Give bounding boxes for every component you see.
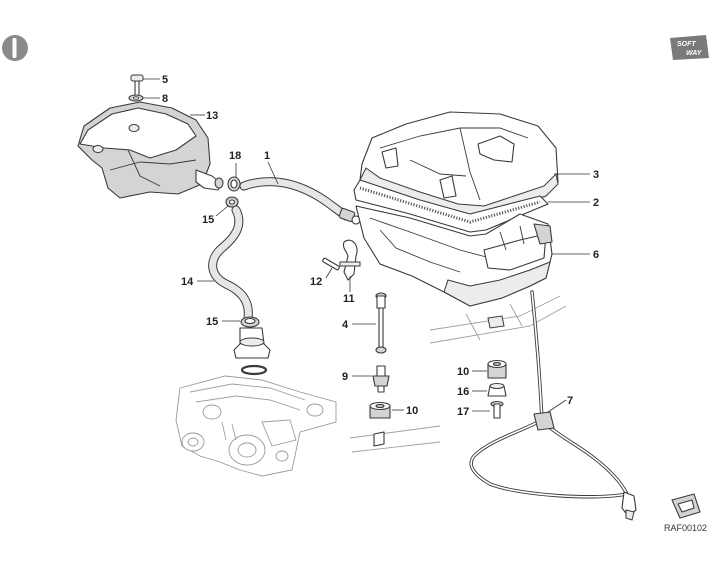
softway-logo: SOFT WAY [670, 35, 709, 60]
callout-11: 11 [343, 293, 355, 305]
part-12-pin [322, 257, 340, 271]
part-8-washer [128, 94, 144, 102]
page-marker-icon [2, 35, 28, 61]
callout-9: 9 [342, 371, 348, 383]
callout-10-left: 10 [406, 405, 418, 417]
callout-15-lower: 15 [206, 316, 218, 328]
callout-3: 3 [593, 169, 599, 181]
callout-5: 5 [162, 74, 168, 86]
callout-16: 16 [457, 386, 469, 398]
callout-8: 8 [162, 93, 168, 105]
callout-15-upper: 15 [202, 214, 214, 226]
part-13-breather-reservoir [77, 101, 223, 199]
mounting-surface-lines [349, 295, 567, 453]
callout-6: 6 [593, 249, 599, 261]
callout-13: 13 [206, 110, 218, 122]
part-10-grommet-left [369, 401, 391, 447]
part-5-bolt [130, 74, 144, 97]
part-16-spacer [487, 383, 507, 397]
logo-line-2: WAY [686, 50, 703, 57]
part-18-hose-clamp [214, 176, 241, 192]
drawing-reference-code: RAF00102 [664, 523, 707, 533]
part-9-rubber-mount [372, 365, 390, 393]
callout-7: 7 [567, 395, 573, 407]
logo-line-1: SOFT [677, 41, 696, 48]
callout-leaders [143, 78, 590, 413]
airbox-foot-pad [487, 315, 505, 329]
part-1-breather-hose [239, 177, 361, 225]
callout-4: 4 [342, 319, 349, 331]
part-11-clip [339, 239, 361, 281]
part-17-screw [490, 400, 504, 419]
part-10-grommet-right [487, 359, 507, 379]
callout-17: 17 [457, 406, 469, 418]
callout-1: 1 [264, 150, 270, 162]
callout-10-right: 10 [457, 366, 469, 378]
callout-2: 2 [593, 197, 599, 209]
connector-icon [671, 493, 701, 519]
part-4-mounting-stud [375, 292, 387, 354]
part-14-drain-hose [208, 205, 253, 323]
part-7-drain-tube [469, 290, 637, 521]
engine-frame-outline [175, 375, 337, 477]
callout-labels: 5 8 13 18 1 3 2 6 15 14 12 11 15 4 9 10 … [162, 74, 599, 418]
callout-14: 14 [181, 276, 194, 288]
callout-18: 18 [229, 150, 241, 162]
callout-12: 12 [310, 276, 322, 288]
part-6-airbox-base [355, 205, 553, 307]
breather-fitting [233, 327, 271, 376]
part-15-hose-clip-upper [225, 196, 239, 208]
part-15-hose-clip-lower [240, 316, 260, 328]
part-2-air-filter [353, 179, 549, 233]
